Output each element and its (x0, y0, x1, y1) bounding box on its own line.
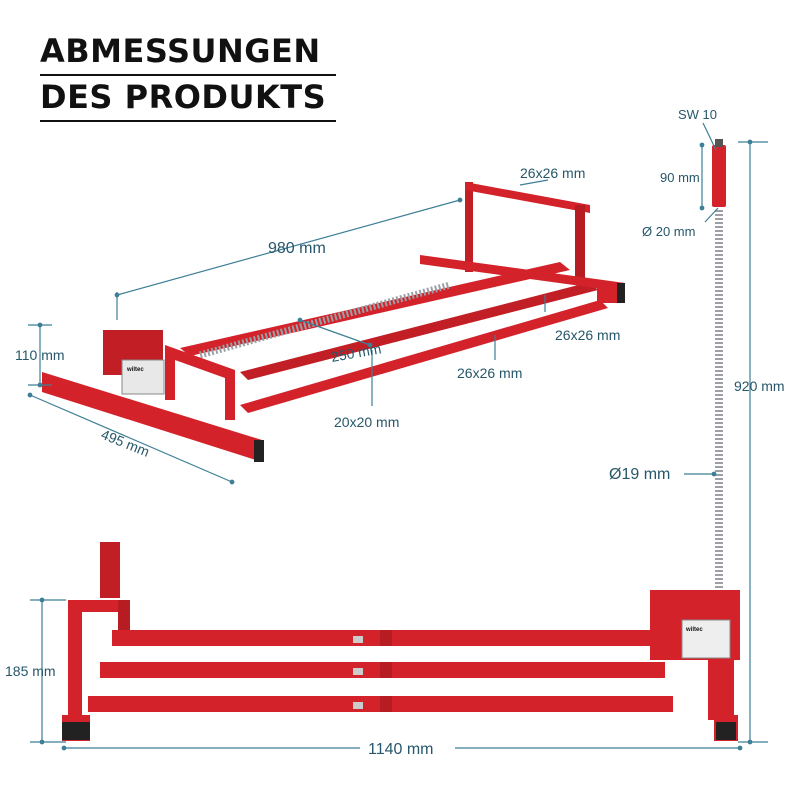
front-left-upright-back (100, 542, 120, 598)
dim-tube-right: 26x26 mm (555, 327, 620, 343)
front-bolt-bottom (353, 702, 363, 709)
front-brand-label: wiltec (685, 627, 703, 633)
dim-width: 495 mm (99, 426, 152, 460)
page-title: ABMESSUNGEN DES PRODUKTS (40, 30, 336, 122)
front-bolt-mid (353, 668, 363, 675)
front-rail-top-joint (380, 630, 392, 646)
spindle-detail-view (712, 139, 726, 612)
front-right-plate (681, 619, 731, 659)
iso-rail-bottom (240, 300, 608, 413)
front-right-post (708, 660, 734, 720)
front-dimension-lines (30, 597, 743, 751)
iso-brand-label: wiltec (126, 367, 144, 373)
iso-rear-crossbar (420, 255, 625, 292)
dim-spindle-diameter: Ø19 mm (609, 466, 670, 483)
dim-tube-top: 26x26 mm (520, 165, 585, 181)
iso-front-plate (121, 359, 165, 395)
dim-wrench: SW 10 (678, 107, 717, 122)
front-right-foot-cap (716, 722, 736, 740)
spindle-handle (712, 145, 726, 207)
iso-front-foot-cap (254, 440, 264, 462)
dim-length-top: 980 mm (268, 240, 326, 257)
iso-rail-mid (240, 282, 598, 380)
front-bolt-top (353, 636, 363, 643)
dim-handle-diameter: Ø 20 mm (642, 224, 695, 239)
iso-dimension-lines (27, 179, 549, 485)
front-left-upright-post (68, 600, 82, 720)
dim-tube-small: 20x20 mm (334, 414, 399, 430)
dim-height-front: 185 mm (5, 663, 56, 679)
iso-rear-frame-right (575, 205, 585, 282)
spindle-dimension-lines (684, 122, 768, 745)
dim-spindle-height: 920 mm (734, 378, 785, 394)
front-left-upright-post-inner (118, 600, 130, 634)
dim-handle-length: 90 mm (660, 170, 700, 185)
dim-tube-center: 26x26 mm (457, 365, 522, 381)
title-line-2: DES PRODUKTS (40, 76, 336, 122)
front-rail-mid-joint (380, 662, 392, 678)
spindle-nut (715, 139, 723, 147)
dim-spindle-length: 250 mm (330, 340, 383, 365)
front-stand-view: wiltec (62, 542, 740, 741)
iso-rear-frame-left (465, 182, 473, 272)
title-line-1: ABMESSUNGEN (40, 30, 336, 76)
dim-length-front: 1140 mm (368, 741, 434, 758)
iso-front-frame (165, 345, 235, 420)
iso-rear-foot-cap (617, 283, 625, 303)
front-left-foot-cap (62, 722, 90, 740)
iso-rear-frame-top (465, 182, 590, 213)
front-rail-bottom-joint (380, 696, 392, 712)
front-left-upright-top (68, 600, 130, 612)
dim-height-side: 110 mm (15, 347, 65, 363)
